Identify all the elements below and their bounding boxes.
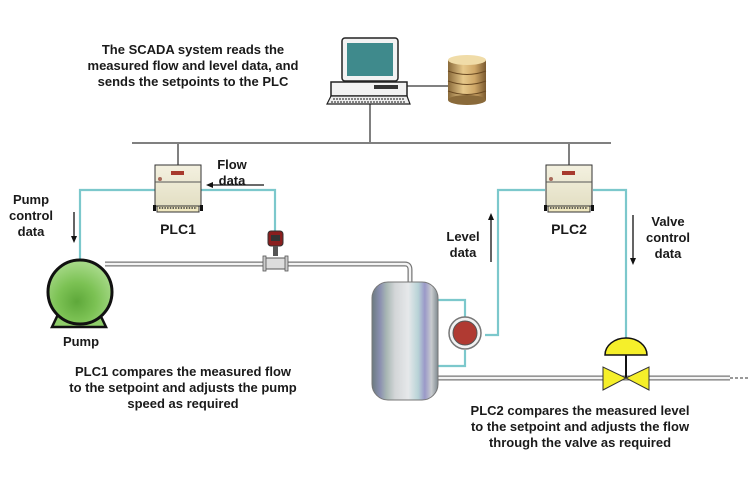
level-signal-line [485,188,545,337]
pump-icon [46,258,114,329]
plc1-icon [153,164,203,213]
plc1-label: PLC1 [160,221,196,237]
valve-control-data-label: Valve control data [645,214,691,261]
database-icon [447,55,487,105]
tank-icon [371,281,439,401]
plc1-description: PLC1 compares the measured flow to the s… [69,364,297,411]
valve-control-line [593,188,628,338]
process-piping [105,261,748,381]
pump-label: Pump [62,334,100,349]
plc2-label: PLC2 [551,221,587,237]
pump-control-data-label: Pump control data [8,192,54,239]
data-arrows [71,182,636,265]
computer-icon [326,37,411,105]
signal-wiring [78,188,628,368]
network-bus [132,85,611,165]
plc2-description: PLC2 compares the measured level to the … [470,403,690,450]
flow-data-label: Flow data [217,157,247,188]
control-valve-icon [602,337,650,391]
level-sensor-upper-tap [437,298,467,318]
flow-signal-line [200,188,277,232]
scada-caption: The SCADA system reads the measured flow… [87,42,299,89]
pump-control-line [78,188,155,264]
flow-meter-icon [262,230,289,272]
level-data-label: Level data [446,229,480,260]
level-sensor-lower-tap [437,350,467,368]
plc2-icon [544,164,594,213]
level-sensor-icon [448,316,482,350]
